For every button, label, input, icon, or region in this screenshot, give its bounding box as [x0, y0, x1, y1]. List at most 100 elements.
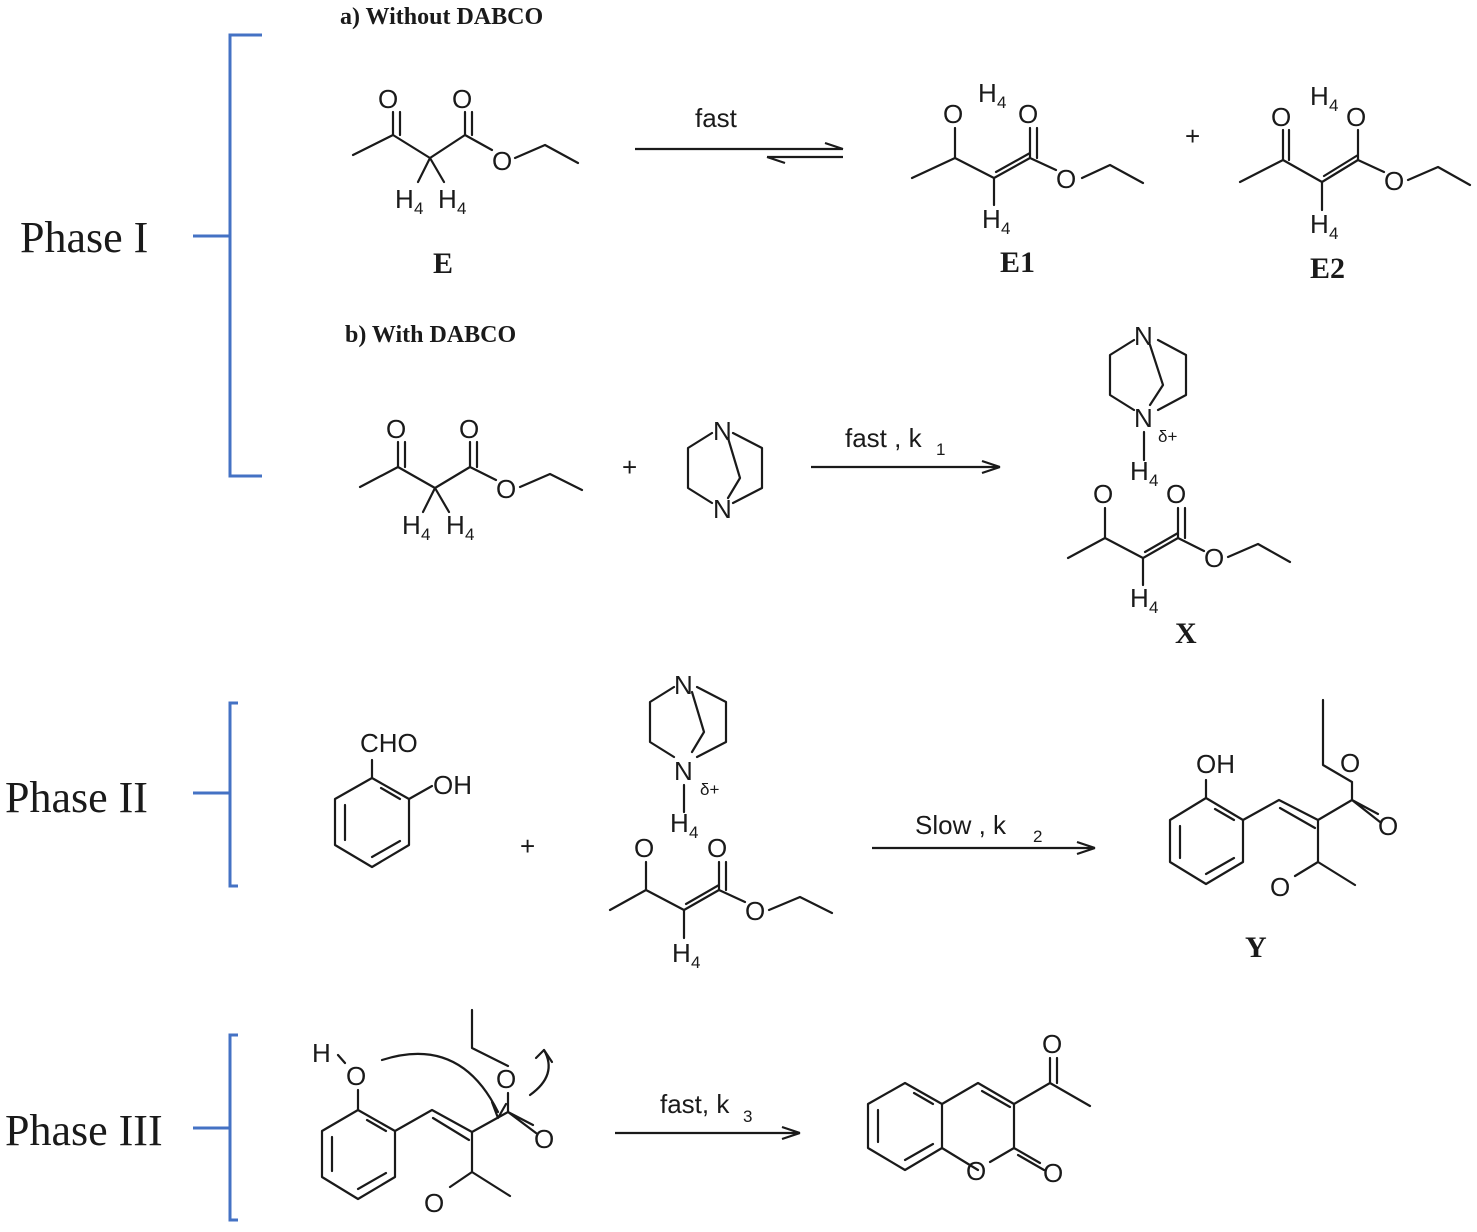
svg-text:4: 4	[1001, 219, 1010, 238]
compound-Y: OH O O O Y	[1168, 698, 1398, 964]
svg-text:O: O	[707, 833, 727, 863]
svg-text:O: O	[378, 84, 398, 114]
compound-X: N N δ+ H 4 O O O H 4 X	[1066, 321, 1292, 650]
svg-text:O: O	[1384, 166, 1404, 196]
svg-text:H: H	[1130, 583, 1149, 613]
phase-3-group: Phase III	[5, 1033, 238, 1222]
svg-text:H: H	[1310, 209, 1329, 239]
svg-text:O: O	[346, 1061, 366, 1091]
condition-phase2: Slow , k	[915, 810, 1007, 840]
svg-text:O: O	[1166, 479, 1186, 509]
svg-text:4: 4	[689, 823, 698, 842]
3-acetylcoumarin: O O O	[866, 1029, 1092, 1188]
compound-E2: O H 4 O O H 4 E2	[1238, 81, 1472, 285]
intermediate-X-phase2: N N δ+ H 4 O O O H 4	[608, 670, 834, 972]
svg-text:O: O	[386, 414, 406, 444]
phase-1-bracket	[193, 33, 262, 478]
plus-sign-1: +	[1185, 121, 1200, 151]
svg-text:4: 4	[1149, 598, 1158, 617]
svg-text:H: H	[446, 510, 465, 540]
svg-text:O: O	[1378, 811, 1398, 841]
svg-text:4: 4	[1329, 96, 1338, 115]
svg-text:H: H	[395, 184, 414, 214]
svg-text:H: H	[312, 1038, 331, 1068]
svg-text:O: O	[745, 896, 765, 926]
equilibrium-arrow: fast	[635, 103, 844, 165]
curved-arrow-2	[528, 1048, 550, 1097]
compound-E: O O O H 4 H 4 E	[351, 84, 580, 280]
cyclization-intermediate: H O O O O	[312, 1008, 554, 1218]
svg-text:O: O	[634, 833, 654, 863]
svg-text:4: 4	[1329, 224, 1338, 243]
svg-text:O: O	[1093, 479, 1113, 509]
section-b-title: b) With DABCO	[345, 322, 516, 348]
phase-3-label: Phase III	[5, 1106, 163, 1155]
svg-text:H: H	[978, 78, 997, 108]
svg-text:OH: OH	[433, 770, 472, 800]
arrow-phase2: Slow , k 2	[872, 810, 1096, 856]
dabco-molecule: N N	[686, 416, 764, 524]
svg-text:N: N	[1134, 403, 1153, 433]
label-X: X	[1175, 617, 1197, 650]
svg-text:H: H	[1130, 456, 1149, 486]
salicylaldehyde: CHO OH	[333, 728, 472, 869]
svg-text:2: 2	[1033, 827, 1042, 846]
svg-text:4: 4	[414, 199, 423, 218]
svg-text:OH: OH	[1196, 749, 1235, 779]
svg-text:O: O	[424, 1188, 444, 1218]
svg-text:O: O	[1043, 1158, 1063, 1188]
phase-2-label: Phase II	[5, 773, 148, 822]
svg-text:3: 3	[743, 1107, 752, 1126]
svg-text:O: O	[966, 1156, 986, 1186]
svg-text:N: N	[1134, 321, 1153, 351]
svg-text:H: H	[438, 184, 457, 214]
svg-text:N: N	[674, 670, 693, 700]
svg-text:O: O	[943, 99, 963, 129]
svg-text:N: N	[713, 494, 732, 524]
condition-phase1a: fast	[695, 103, 738, 133]
svg-text:O: O	[452, 84, 472, 114]
svg-text:O: O	[1018, 99, 1038, 129]
arrow-phase3: fast, k 3	[615, 1089, 801, 1141]
phase-2-group: Phase II	[5, 701, 238, 888]
svg-text:N: N	[674, 756, 693, 786]
svg-text:4: 4	[465, 525, 474, 544]
svg-text:4: 4	[691, 953, 700, 972]
label-Y: Y	[1245, 931, 1267, 964]
condition-phase1b: fast , k	[845, 423, 923, 453]
svg-text:1: 1	[936, 440, 945, 459]
phase-3-bracket	[193, 1033, 238, 1222]
svg-text:H: H	[982, 204, 1001, 234]
label-E1: E1	[1000, 246, 1035, 279]
condition-phase3: fast, k	[660, 1089, 730, 1119]
label-E: E	[433, 247, 453, 280]
svg-text:H: H	[670, 808, 689, 838]
label-E2: E2	[1310, 252, 1345, 285]
svg-text:H: H	[402, 510, 421, 540]
svg-text:O: O	[1346, 102, 1366, 132]
svg-text:O: O	[1271, 102, 1291, 132]
svg-text:O: O	[496, 474, 516, 504]
svg-text:4: 4	[1149, 471, 1158, 490]
svg-text:O: O	[492, 146, 512, 176]
svg-text:O: O	[1204, 543, 1224, 573]
phase-2-bracket	[193, 701, 238, 888]
svg-text:O: O	[1340, 748, 1360, 778]
plus-sign-3: +	[520, 831, 535, 861]
svg-text:O: O	[459, 414, 479, 444]
svg-text:4: 4	[457, 199, 466, 218]
section-a-title: a) Without DABCO	[340, 4, 543, 30]
phase-1-label: Phase I	[20, 213, 148, 262]
arrow-phase1b: fast , k 1	[811, 423, 1001, 475]
svg-text:CHO: CHO	[360, 728, 418, 758]
svg-text:O: O	[1056, 164, 1076, 194]
compound-E1: O H 4 O O H 4 E1	[910, 78, 1145, 279]
svg-text:4: 4	[997, 93, 1006, 112]
svg-text:H: H	[1310, 81, 1329, 111]
svg-text:4: 4	[421, 525, 430, 544]
svg-text:O: O	[1042, 1029, 1062, 1059]
svg-text:δ+: δ+	[1158, 427, 1177, 446]
svg-text:O: O	[534, 1124, 554, 1154]
